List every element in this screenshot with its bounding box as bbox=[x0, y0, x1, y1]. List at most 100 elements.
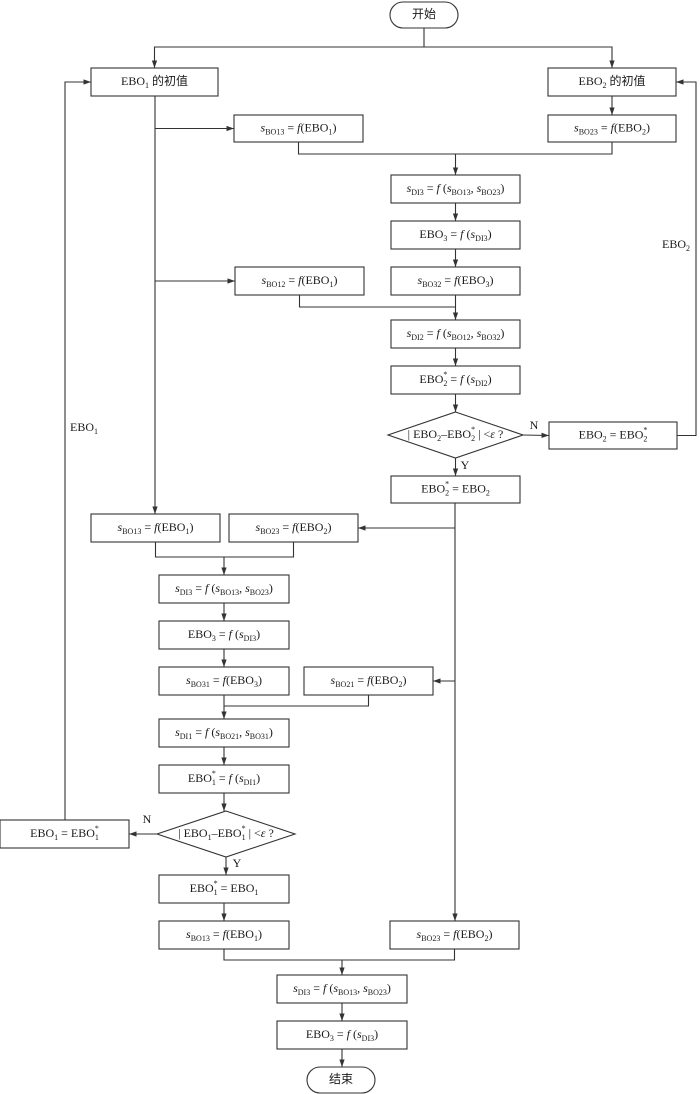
node-label: sDI1 = f (sBO21, sBO31) bbox=[175, 725, 273, 741]
node-ebo2-update: EBO2 = EBO*2 bbox=[548, 421, 678, 450]
process-box bbox=[158, 920, 290, 950]
process-box bbox=[234, 266, 365, 296]
node-label: sBO31 = f(EBO3) bbox=[186, 673, 262, 689]
edge-loop-ebo1 bbox=[64, 79, 91, 820]
node-label: EBO1 的初值 bbox=[121, 73, 188, 90]
node-label: EBO3 = f (sDI3) bbox=[419, 227, 491, 243]
process-box bbox=[547, 67, 677, 97]
node-check1: | EBO1–EBO*1 | <ε ? bbox=[155, 810, 297, 858]
terminal-shape bbox=[306, 1066, 376, 1094]
process-box bbox=[158, 764, 290, 794]
node-label: sBO32 = f(EBO3) bbox=[418, 273, 494, 289]
merge-e bbox=[223, 949, 456, 961]
node-sdi1: sDI1 = f (sBO21, sBO31) bbox=[158, 718, 290, 748]
node-ebo3-b: EBO3 = f (sDI3) bbox=[158, 620, 290, 650]
process-box bbox=[390, 220, 521, 250]
node-sdi2: sDI2 = f (sBO12, sBO32) bbox=[390, 319, 521, 349]
node-ebo1-update: EBO1 = EBO*1 bbox=[0, 819, 130, 849]
process-box bbox=[548, 421, 678, 450]
label-check2-no: N bbox=[530, 418, 539, 432]
node-sbo23-b: sBO23 = f(EBO2) bbox=[228, 513, 359, 543]
node-label: sBO13 = f(EBO1) bbox=[261, 120, 337, 136]
process-box bbox=[90, 513, 221, 543]
merge-b bbox=[298, 295, 456, 308]
node-label: sBO23 = f(EBO2) bbox=[256, 520, 332, 536]
process-box bbox=[547, 114, 677, 143]
node-label: sDI3 = f (sBO13, sBO23) bbox=[175, 581, 273, 597]
label-check1-yes: Y bbox=[233, 856, 242, 870]
node-sbo12: sBO12 = f(EBO1) bbox=[234, 266, 365, 296]
node-sbo32: sBO32 = f(EBO3) bbox=[390, 266, 521, 296]
edge-loop-ebo2 bbox=[676, 79, 697, 437]
label-loop-ebo2: EBO2 bbox=[662, 237, 690, 253]
process-box bbox=[158, 874, 290, 904]
node-label: sBO13 = f(EBO1) bbox=[118, 520, 194, 536]
connectors bbox=[64, 28, 697, 1067]
merge-d bbox=[224, 695, 370, 707]
node-sdi3-c: sDI3 = f (sBO13, sBO23) bbox=[276, 974, 408, 1004]
decision-diamond bbox=[155, 810, 297, 858]
node-label: | EBO1–EBO*1 | <ε ? bbox=[178, 824, 274, 842]
process-box bbox=[276, 974, 408, 1004]
node-label: sDI2 = f (sBO12, sBO32) bbox=[407, 326, 505, 342]
label-check2-yes: Y bbox=[461, 458, 470, 472]
process-box bbox=[390, 475, 521, 504]
node-label: EBO*1 = EBO1 bbox=[190, 879, 259, 897]
node-ebo1star-calc: EBO*1 = f (sDI1) bbox=[158, 764, 290, 794]
node-sbo23-a: sBO23 = f(EBO2) bbox=[547, 114, 677, 143]
node-label: EBO3 = f (sDI3) bbox=[188, 627, 260, 643]
node-ebo2star-calc: EBO*2 = f (sDI2) bbox=[390, 365, 521, 395]
merge-c bbox=[154, 542, 295, 558]
node-end: 结束 bbox=[306, 1066, 376, 1094]
process-box bbox=[389, 920, 520, 950]
node-label: EBO3 = f (sDI3) bbox=[306, 1027, 378, 1043]
node-label: EBO*1 = f (sDI1) bbox=[188, 769, 260, 787]
node-ebo3-a: EBO3 = f (sDI3) bbox=[390, 220, 521, 250]
node-sbo23-c: sBO23 = f(EBO2) bbox=[389, 920, 520, 950]
node-check2: | EBO2–EBO*2 | <ε ? bbox=[386, 411, 525, 459]
node-label: 结束 bbox=[329, 1072, 353, 1086]
node-ebo1star-assign: EBO*1 = EBO1 bbox=[158, 874, 290, 904]
node-sbo31: sBO31 = f(EBO3) bbox=[158, 666, 290, 696]
node-label: EBO2 的初值 bbox=[578, 73, 645, 90]
process-box bbox=[158, 718, 290, 748]
process-box bbox=[90, 67, 219, 97]
process-box bbox=[390, 174, 521, 204]
node-label: sDI3 = f (sBO13, sBO23) bbox=[293, 981, 391, 997]
node-label: sBO23 = f(EBO2) bbox=[417, 927, 493, 943]
node-label: sBO12 = f(EBO1) bbox=[262, 273, 338, 289]
label-check1-no: N bbox=[143, 812, 152, 826]
edge-labels: N Y N Y EBO1 EBO2 bbox=[70, 237, 690, 870]
node-sbo13-c: sBO13 = f(EBO1) bbox=[158, 920, 290, 950]
process-box bbox=[158, 574, 290, 604]
node-label: EBO*2 = f (sDI2) bbox=[419, 370, 491, 388]
node-sbo21: sBO21 = f(EBO2) bbox=[303, 666, 434, 696]
process-box bbox=[158, 620, 290, 650]
process-box bbox=[0, 819, 130, 849]
node-ebo3-c: EBO3 = f (sDI3) bbox=[276, 1020, 408, 1050]
process-box bbox=[390, 266, 521, 296]
process-box bbox=[390, 319, 521, 349]
node-sbo13-a: sBO13 = f(EBO1) bbox=[233, 114, 364, 143]
node-sbo13-b: sBO13 = f(EBO1) bbox=[90, 513, 221, 543]
node-label: sBO21 = f(EBO2) bbox=[331, 673, 407, 689]
process-box bbox=[233, 114, 364, 143]
label-loop-ebo1: EBO1 bbox=[70, 420, 98, 436]
edge-start-ebo2 bbox=[424, 46, 615, 68]
edge-start-ebo1 bbox=[151, 46, 424, 68]
merge-a bbox=[297, 142, 613, 155]
node-label: sBO23 = f(EBO2) bbox=[574, 120, 650, 136]
node-label: EBO1 = EBO*1 bbox=[30, 824, 99, 842]
node-label: sDI3 = f (sBO13, sBO23) bbox=[407, 181, 505, 197]
process-box bbox=[390, 365, 521, 395]
node-label: sBO13 = f(EBO1) bbox=[186, 927, 262, 943]
node-label: EBO*2 = EBO2 bbox=[421, 479, 490, 497]
process-box bbox=[303, 666, 434, 696]
node-label: 开始 bbox=[412, 7, 436, 21]
edge-check2-no bbox=[522, 432, 550, 439]
node-sdi3-b: sDI3 = f (sBO13, sBO23) bbox=[158, 574, 290, 604]
node-ebo2-init: EBO2 的初值 bbox=[547, 67, 677, 97]
process-box bbox=[158, 666, 290, 696]
process-box bbox=[276, 1020, 408, 1050]
